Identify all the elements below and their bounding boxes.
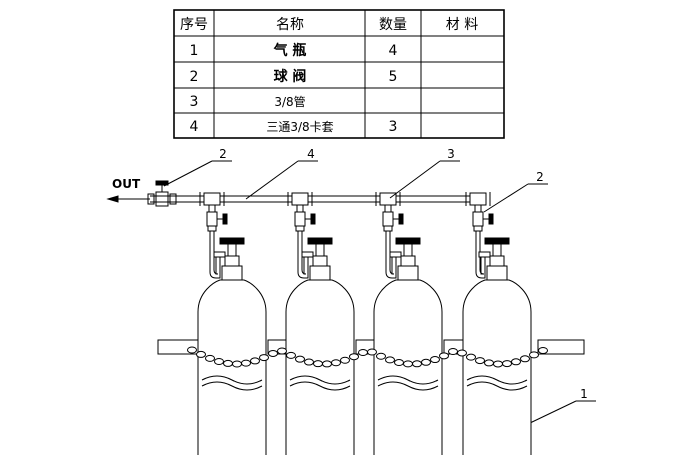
chain-link [412,360,422,368]
chain-link [430,356,440,364]
tee-fitting [199,192,225,212]
header-name: 名称 [276,17,304,33]
tee-fitting [287,192,313,212]
chain-link [448,347,458,355]
chain-link [349,353,359,361]
valve-handwheel [307,237,333,245]
chain-link [394,359,404,367]
chain-link [295,355,305,363]
chain-link [367,348,377,356]
outlet-ball-valve [147,180,177,207]
chain-link [538,346,548,354]
chain-link [457,349,467,357]
chain-link [385,356,395,364]
header-no: 序号 [180,17,208,33]
pigtail-pipe [209,231,221,279]
row-4-name: 三通3/8卡套 [266,120,333,134]
chain-link [250,357,260,365]
pigtail-pipe [475,231,486,279]
chain-link [421,358,431,366]
pigtail-pipe [385,231,397,279]
branch-ball-valve [206,211,228,232]
chain-link [286,351,296,359]
out-label: OUT [112,177,141,191]
chain-link [502,360,512,368]
restraint-chain [187,346,548,368]
chain-link [205,354,215,362]
valve-handwheel [484,237,510,245]
callout-3: 3 [447,147,455,161]
chain-link [268,349,278,357]
callout-2-right: 2 [536,170,544,184]
header-qty: 数量 [379,17,407,33]
row-3-no: 3 [190,94,199,110]
chain-link [322,360,332,368]
chain-link [196,350,206,358]
chain-link [340,356,350,364]
chain-link [331,359,341,367]
branch-ball-valve [472,211,494,232]
chain-link [520,355,530,363]
row-4-no: 4 [190,119,199,135]
callout-2-left: 2 [219,147,227,161]
chain-link [232,360,242,368]
row-1-qty: 4 [389,43,398,59]
chain-link [277,347,287,355]
chain-link [475,357,485,365]
chain-link [439,352,449,360]
chain-link [223,359,233,367]
gas-cylinder [197,237,267,455]
gas-cylinder [373,237,443,455]
chain-link [511,358,521,366]
parts-table: 序号 名称 数量 材 料 1 气 瓶 4 2 球 阀 5 3 3/8管 4 三通… [173,9,505,139]
chain-link [493,360,503,368]
row-3-name: 3/8管 [274,94,305,109]
row-1-name: 气 瓶 [273,42,307,59]
chain-link [214,357,224,365]
tee-fitting [375,192,401,212]
row-2-qty: 5 [389,69,398,85]
chain-link [259,354,269,362]
callout-4: 4 [307,147,315,161]
chain-link [313,360,323,368]
row-2-name: 球 阀 [274,68,307,85]
branch-ball-valve [382,211,404,232]
chain-link [187,346,197,354]
gas-cylinder [462,237,532,455]
callout-1: 1 [580,387,588,401]
out-arrow [106,195,150,203]
chain-link [376,352,386,360]
header-material: 材 料 [446,17,478,33]
chain-link [403,360,413,368]
valve-handwheel [219,237,245,245]
chain-link [358,348,368,356]
chain-link [529,351,539,359]
chain-link [484,359,494,367]
row-4-qty: 3 [389,119,398,135]
branch-ball-valve [294,211,316,232]
valve-handwheel [395,237,421,245]
row-2-no: 2 [190,69,199,85]
callout-leaders [163,160,596,424]
gas-cylinder [285,237,355,455]
pigtail-pipe [297,231,309,279]
chain-link [304,358,314,366]
row-1-no: 1 [190,43,199,59]
chain-link [241,359,251,367]
chain-link [466,353,476,361]
tee-fitting [465,192,491,212]
